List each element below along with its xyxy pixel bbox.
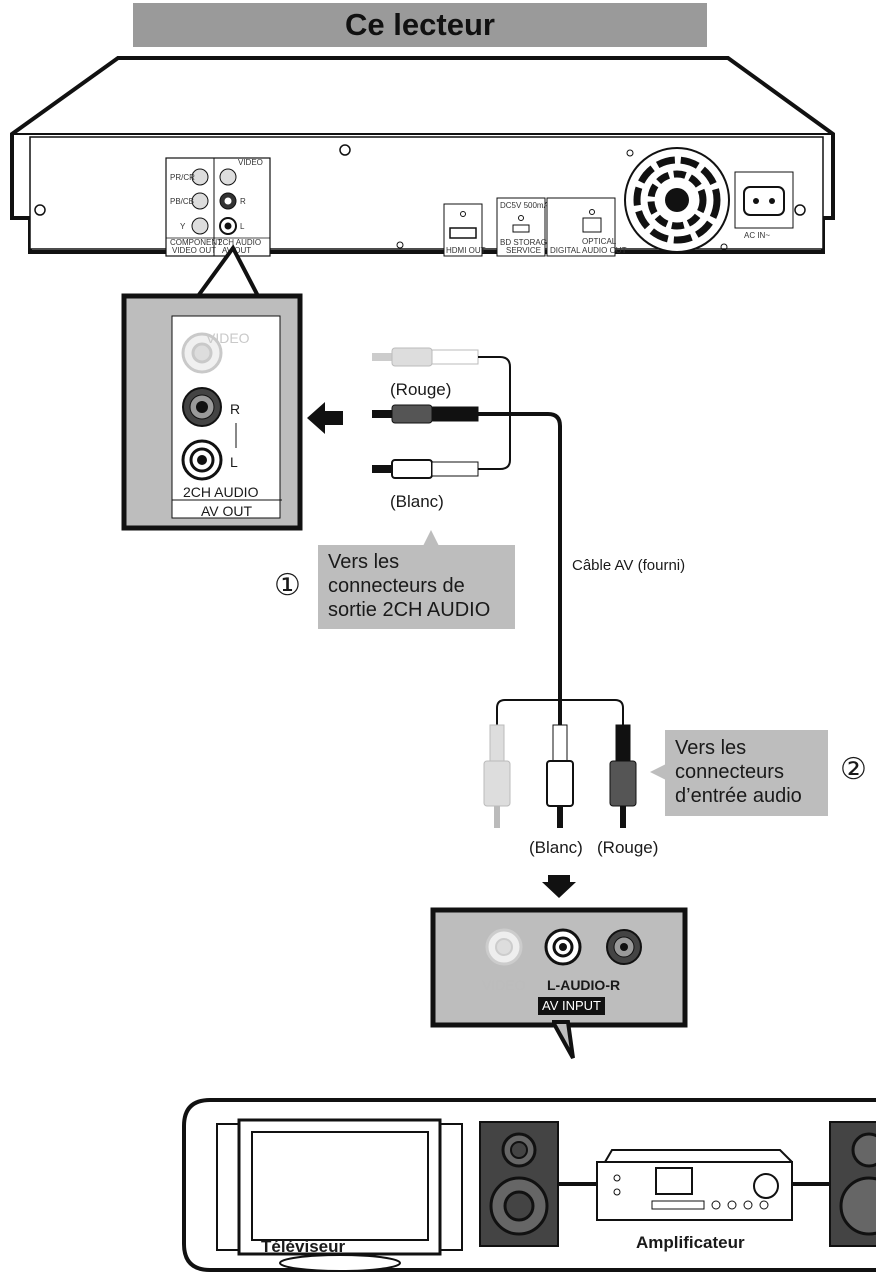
- step-2-callout: Vers les connecteurs d’entrée audio: [665, 730, 828, 816]
- usb-label-2: BD STORAGE/: [500, 238, 555, 247]
- amplifier-label: Amplificateur: [636, 1233, 745, 1252]
- page-title: Ce lecteur: [133, 3, 707, 47]
- optical-label-1: OPTICAL: [582, 237, 617, 246]
- step-2-line-1: Vers les: [675, 737, 747, 759]
- av-out-zoom-panel: [121, 244, 303, 531]
- cable-label: Câble AV (fourni): [572, 557, 686, 574]
- small-l-label: L: [240, 222, 245, 231]
- zoom-l-label: L: [230, 454, 238, 470]
- step-1-callout: Vers les connecteurs de sortie 2CH AUDIO: [318, 545, 515, 629]
- zoom-av-out-label: AV OUT: [201, 503, 253, 519]
- av-input-video-label: VIDEO: [482, 977, 526, 993]
- tv-label: Téléviseur: [261, 1237, 346, 1256]
- blanc-top-label: (Blanc): [390, 492, 444, 511]
- zoom-r-label: R: [230, 401, 241, 417]
- step-2-number: ②: [840, 753, 867, 786]
- step-1-line-2: connecteurs de: [328, 575, 465, 597]
- step-1-line-1: Vers les: [328, 551, 400, 573]
- zoom-video-label: VIDEO: [206, 330, 250, 346]
- av-input-panel: [430, 907, 688, 1059]
- amplifier-icon: [596, 1149, 793, 1221]
- player-rear-panel: PR/CR PB/CB Y VIDEO R L COMPONENT VIDEO …: [10, 56, 835, 257]
- av-input-audio-label: L-AUDIO-R: [547, 977, 621, 993]
- step-1-line-3: sortie 2CH AUDIO: [328, 599, 491, 621]
- step-2-line-3: d’entrée audio: [675, 785, 802, 807]
- speaker-left-icon: [479, 1121, 559, 1247]
- arrow-down-icon: [542, 875, 576, 898]
- component-label-1: COMPONENT: [170, 238, 222, 247]
- usb-label-3: SERVICE: [506, 246, 541, 255]
- arrow-left-icon: [307, 402, 343, 434]
- av-input-badge: AV INPUT: [538, 997, 605, 1015]
- step-2-line-2: connecteurs: [675, 761, 784, 783]
- tv-icon: [216, 1118, 463, 1272]
- step-1-number: ①: [274, 569, 301, 602]
- fan-grille-icon: [624, 147, 730, 253]
- pr-label: PR/CR: [170, 173, 195, 182]
- zoom-audio-label: 2CH AUDIO: [183, 484, 259, 500]
- devices-box: [182, 1098, 876, 1272]
- rca-plugs-top: [372, 347, 562, 690]
- title-text: Ce lecteur: [345, 7, 495, 42]
- rouge-bottom-label: (Rouge): [597, 838, 659, 857]
- speaker-right-icon: [829, 1121, 876, 1247]
- y-label: Y: [180, 222, 186, 231]
- usb-label-1: DC5V 500mA: [500, 201, 550, 210]
- ac-label: AC IN~: [744, 231, 770, 240]
- rca-plugs-bottom: [483, 690, 637, 828]
- optical-label-2: DIGITAL AUDIO OUT: [550, 246, 627, 255]
- blanc-bottom-label: (Blanc): [529, 838, 583, 857]
- rouge-top-label: (Rouge): [390, 380, 452, 399]
- small-r-label: R: [240, 197, 246, 206]
- small-audio-label: 2CH AUDIO: [218, 238, 261, 247]
- hdmi-label: HDMI OUT: [446, 246, 486, 255]
- small-video-label: VIDEO: [238, 158, 263, 167]
- component-label-2: VIDEO OUT: [172, 246, 216, 255]
- small-av-out-label: AV OUT: [222, 246, 251, 255]
- pb-label: PB/CB: [170, 197, 194, 206]
